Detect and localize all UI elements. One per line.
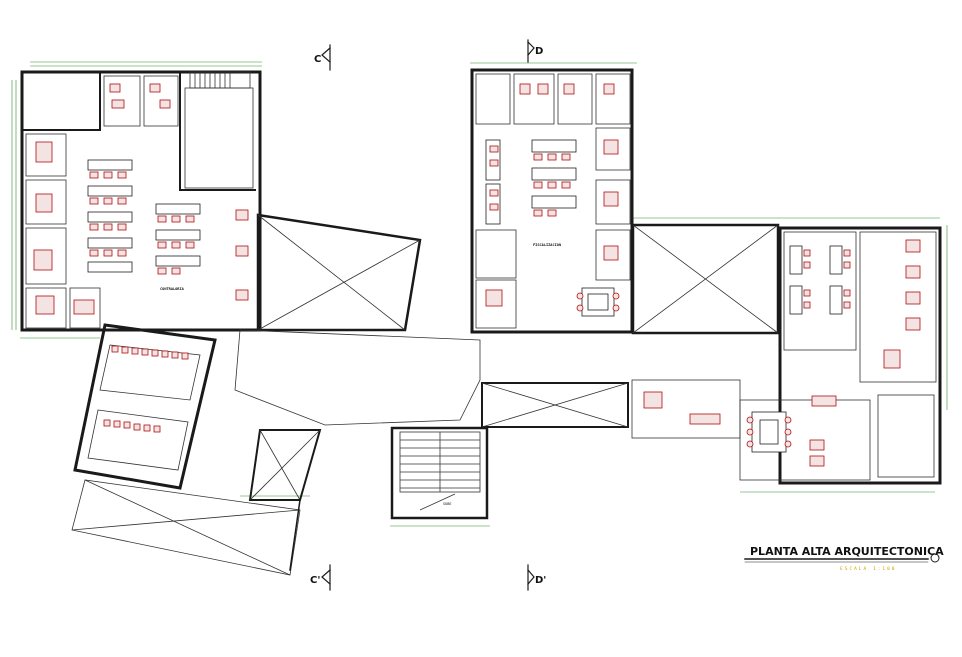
section-markers: C D C' D' — [310, 39, 546, 591]
stair-top-left — [189, 71, 251, 89]
stair-label: SUBE — [443, 502, 451, 506]
section-mark-c-prime: C' — [310, 575, 320, 586]
meeting-table-right — [746, 411, 792, 453]
meeting-table-center — [576, 287, 620, 317]
room-label-contraloria: CONTRALORIA — [160, 287, 185, 291]
workstations-right — [643, 239, 921, 425]
dimension-lines — [11, 61, 948, 527]
drawing-title: PLANTA ALTA ARQUITECTONICA — [750, 545, 944, 558]
left-wing: CONTRALORIA — [20, 70, 262, 332]
section-mark-d-prime: D' — [535, 575, 546, 586]
section-mark-c: C — [314, 54, 321, 65]
stair-bottom: SUBE — [390, 426, 489, 520]
title-block: PLANTA ALTA ARQUITECTONICA ESCALA 1:100 — [744, 545, 944, 572]
void-right — [631, 223, 780, 335]
north-arrow-icon — [930, 553, 940, 563]
restroom-fixtures — [103, 345, 189, 433]
room-label-fiscalizacion: FISCALIZACION — [533, 243, 561, 247]
center-wing: FISCALIZACION — [470, 68, 634, 334]
drawing-scale: ESCALA 1:100 — [840, 566, 897, 572]
central-corridor — [234, 329, 481, 571]
void-left — [256, 213, 422, 332]
workstations-left — [33, 83, 249, 315]
void-lower-center — [481, 382, 629, 428]
section-mark-d: D — [535, 46, 543, 57]
service-block-left — [71, 323, 301, 576]
right-wing — [631, 226, 942, 485]
workstations-center — [485, 83, 619, 307]
